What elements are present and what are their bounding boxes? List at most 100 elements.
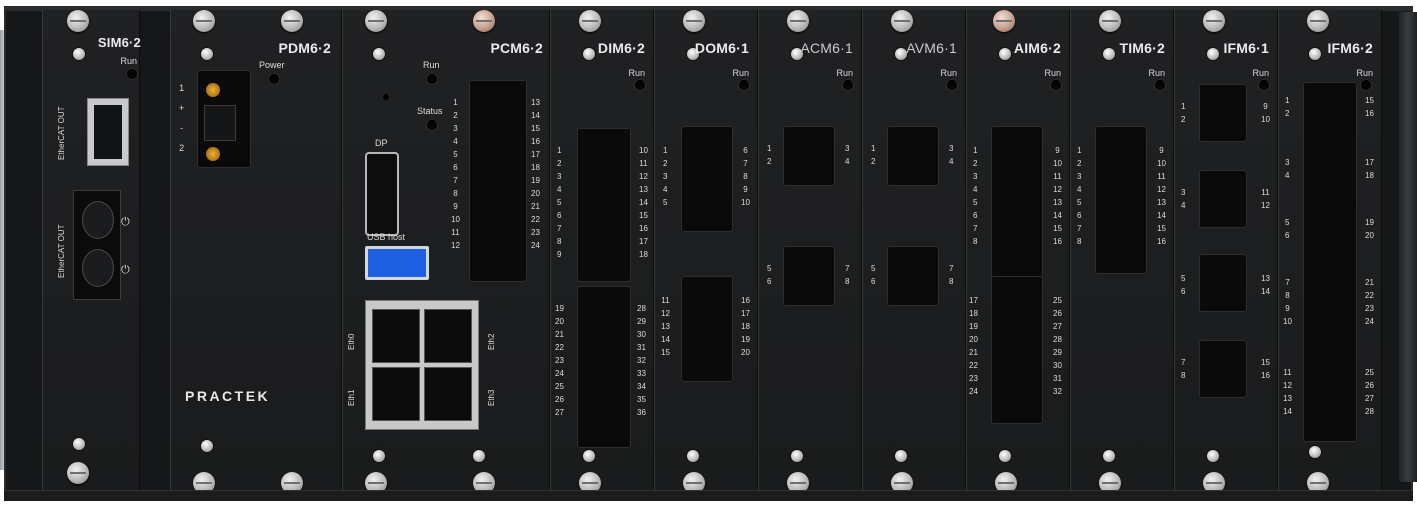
module-screw (281, 10, 303, 32)
terminal-labels-left: 5 6 (871, 264, 876, 286)
run-label: Run (1044, 68, 1061, 78)
module-tim: TIM6·2 Run 1 2 3 4 5 6 7 8 9 10 11 12 13… (1070, 10, 1174, 494)
mount-screw (895, 48, 907, 60)
terminal-labels-left: 1 2 (1181, 102, 1186, 124)
ethercat-rj45-port[interactable] (87, 98, 129, 166)
io-terminal-block-1[interactable] (1199, 84, 1247, 142)
mount-screw (1207, 450, 1219, 462)
terminal-labels-left: 3 4 (1181, 188, 1186, 210)
displayport-connector[interactable] (365, 152, 399, 236)
run-led (1361, 80, 1371, 90)
run-led (1155, 80, 1165, 90)
io-terminal-block-a[interactable] (681, 126, 733, 232)
module-title: AIM6·2 (1013, 40, 1061, 56)
module-title: SIM6·2 (97, 35, 141, 50)
terminal-labels-right: 25 26 27 28 (1365, 368, 1374, 416)
terminal-labels-right: 11 12 (1261, 188, 1270, 210)
run-label: Run (1252, 68, 1269, 78)
terminal-labels-left: 1 2 3 4 5 6 7 8 9 (557, 146, 562, 259)
io-terminal-block-a[interactable] (783, 126, 835, 186)
module-screw (473, 10, 495, 32)
eth2-label: Eth2 (487, 333, 496, 350)
mount-screw (583, 48, 595, 60)
ethernet-switch (365, 300, 479, 430)
terminal-labels-right: 10 11 12 13 14 15 16 17 18 (639, 146, 648, 259)
module-title: IFM6·1 (1223, 40, 1269, 56)
terminal-labels: 1+-2 (179, 83, 185, 153)
fiber-port[interactable] (73, 190, 121, 300)
io-terminal-block[interactable] (1095, 126, 1147, 274)
mount-screw (1103, 450, 1115, 462)
io-terminal-block-2[interactable] (1199, 170, 1247, 228)
reset-hole[interactable] (383, 94, 389, 100)
mount-screw (791, 48, 803, 60)
ethercat-out-label-2: EtherCAT OUT (57, 224, 66, 279)
io-terminal-block-a[interactable] (887, 126, 939, 186)
io-terminal-block[interactable] (469, 80, 527, 282)
module-screw (365, 472, 387, 494)
rack-right-rail (1399, 12, 1417, 482)
terminal-labels-left: 7 8 (1181, 358, 1186, 380)
io-terminal-block-4[interactable] (1199, 340, 1247, 398)
io-terminal-block-b[interactable] (887, 246, 939, 306)
module-screw (1307, 10, 1329, 32)
eth0-label: Eth0 (347, 333, 356, 350)
run-label: Run (940, 68, 957, 78)
io-terminal-block-3[interactable] (1199, 254, 1247, 312)
run-label: Run (1356, 68, 1373, 78)
module-title: ACM6·1 (800, 40, 853, 56)
io-terminal-block-a[interactable] (577, 128, 631, 282)
terminal-labels-left: 19 20 21 22 23 24 25 26 27 (555, 304, 564, 417)
terminal-labels-right: 6 7 8 9 10 (741, 146, 750, 207)
mount-screw (201, 440, 213, 452)
terminal-labels-left: 3 4 (1285, 158, 1290, 180)
mount-screw (999, 450, 1011, 462)
terminal-labels-right: 19 20 (1365, 218, 1374, 240)
io-terminal-block[interactable] (1303, 82, 1357, 442)
module-screw (193, 10, 215, 32)
power-label: Power (259, 60, 285, 70)
rack-top-bar (4, 6, 1413, 11)
mount-screw (791, 450, 803, 462)
power-symbol-icon: ⏻ (121, 216, 130, 228)
module-screw (1099, 472, 1121, 494)
status-label: Status (417, 106, 443, 116)
terminal-labels-right: 15 16 (1365, 96, 1374, 118)
module-screw (683, 472, 705, 494)
module-screw (683, 10, 705, 32)
mount-screw (373, 48, 385, 60)
eth1-label: Eth1 (347, 389, 356, 406)
terminal-labels-left: 1 2 (871, 144, 876, 166)
module-title: PDM6·2 (278, 40, 331, 56)
io-terminal-block-b[interactable] (577, 286, 631, 448)
io-terminal-block-b[interactable] (681, 276, 733, 382)
terminal-labels-right: 7 8 (949, 264, 954, 286)
terminal-labels-left: 5 6 (1181, 274, 1186, 296)
usb-host-port[interactable] (365, 246, 429, 280)
module-screw (993, 10, 1015, 32)
io-terminal-block-b[interactable] (783, 246, 835, 306)
power-terminal[interactable] (197, 70, 251, 168)
mount-screw (1309, 48, 1321, 60)
terminal-labels-right: 13 14 (1261, 274, 1270, 296)
run-led (127, 69, 137, 79)
eth3-port[interactable] (424, 367, 472, 421)
eth0-port[interactable] (372, 309, 420, 363)
terminal-labels-right: 7 8 (845, 264, 850, 286)
eth2-port[interactable] (424, 309, 472, 363)
terminal-labels-right: 9 10 11 12 13 14 15 16 (1053, 146, 1062, 246)
terminal-labels-left: 1 2 3 4 5 6 7 8 (973, 146, 978, 246)
module-screw (67, 10, 89, 32)
run-led (1051, 80, 1061, 90)
module-title: PCM6·2 (490, 40, 543, 56)
module-title: TIM6·2 (1119, 40, 1165, 56)
mount-screw (895, 450, 907, 462)
io-terminal-block-b[interactable] (991, 276, 1043, 424)
io-terminal-block-a[interactable] (991, 126, 1043, 278)
terminal-labels-left: 5 6 (767, 264, 772, 286)
terminal-labels-right: 3 4 (949, 144, 954, 166)
run-label: Run (120, 56, 137, 66)
run-led (1259, 80, 1269, 90)
eth1-port[interactable] (372, 367, 420, 421)
